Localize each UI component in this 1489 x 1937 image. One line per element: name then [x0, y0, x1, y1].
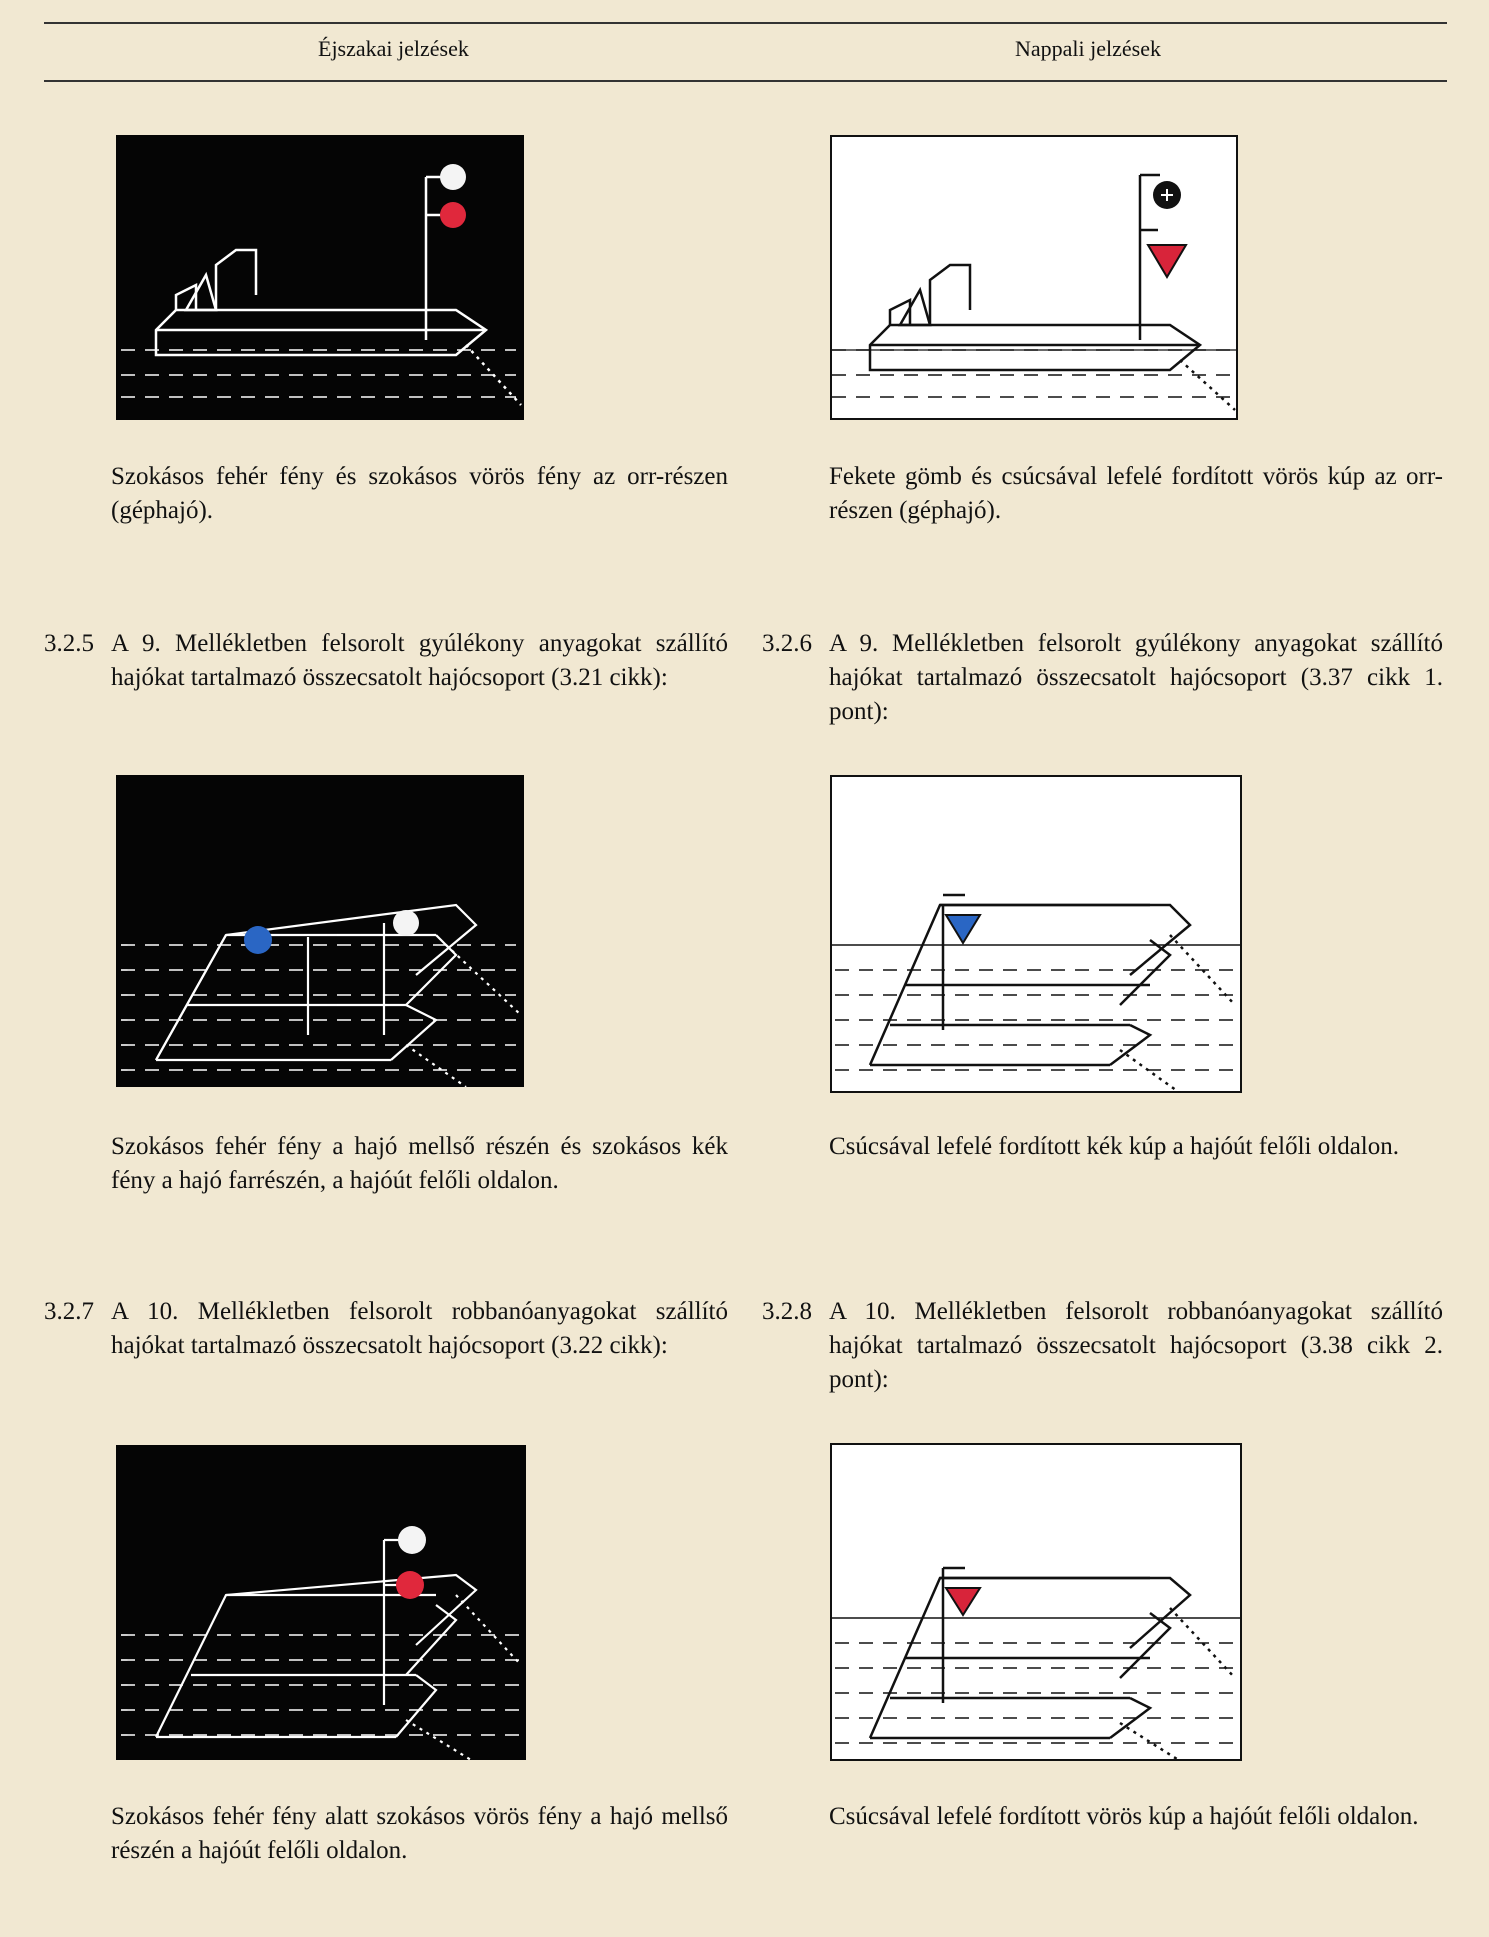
section-number-3-2-5: 3.2.5 [44, 630, 94, 657]
white-light-icon [398, 1526, 426, 1554]
caption-day-row2: Csúcsával lefelé fordított kék kúp a haj… [829, 1133, 1399, 1160]
figure-night-explosive-convoy [116, 1445, 526, 1760]
caption-night-row1: Szokásos fehér fény és szokásos vörös fé… [111, 463, 728, 524]
white-light-icon [393, 910, 419, 936]
caption-day-row1: Fekete gömb és csúcsával lefelé fordítot… [829, 463, 1443, 524]
figure-night-motor-vessel [116, 135, 524, 420]
header-rule [44, 80, 1447, 82]
caption-night-row3: Szokásos fehér fény alatt szokásos vörös… [111, 1803, 728, 1864]
red-cone-icon [1146, 244, 1188, 279]
section-number-3-2-8: 3.2.8 [762, 1298, 812, 1325]
night-column-title: Éjszakai jelzések [318, 36, 469, 61]
top-rule [44, 22, 1447, 24]
figure-day-flammable-convoy [830, 775, 1242, 1093]
figure-night-flammable-convoy [116, 775, 524, 1087]
red-light-icon [440, 202, 466, 228]
section-heading-3-2-6: A 9. Mellékletben felsorolt gyúlékony an… [829, 630, 1443, 725]
section-number-3-2-7: 3.2.7 [44, 1298, 94, 1325]
white-light-icon [440, 164, 466, 190]
blue-cone-icon [944, 914, 982, 945]
blue-light-icon [244, 926, 272, 954]
section-heading-3-2-7: A 10. Mellékletben felsorolt robbanóanya… [111, 1298, 728, 1359]
section-heading-3-2-8: A 10. Mellékletben felsorolt robbanóanya… [829, 1298, 1443, 1393]
day-column-title: Nappali jelzések [1015, 36, 1161, 61]
section-number-3-2-6: 3.2.6 [762, 630, 812, 657]
figure-day-explosive-convoy [830, 1443, 1242, 1761]
section-heading-3-2-5: A 9. Mellékletben felsorolt gyúlékony an… [111, 630, 728, 691]
red-light-icon [396, 1571, 424, 1599]
caption-day-row3: Csúcsával lefelé fordított vörös kúp a h… [829, 1803, 1419, 1830]
figure-day-motor-vessel [830, 135, 1238, 420]
caption-night-row2: Szokásos fehér fény a hajó mellső részén… [111, 1133, 728, 1194]
red-cone-icon [944, 1587, 982, 1617]
